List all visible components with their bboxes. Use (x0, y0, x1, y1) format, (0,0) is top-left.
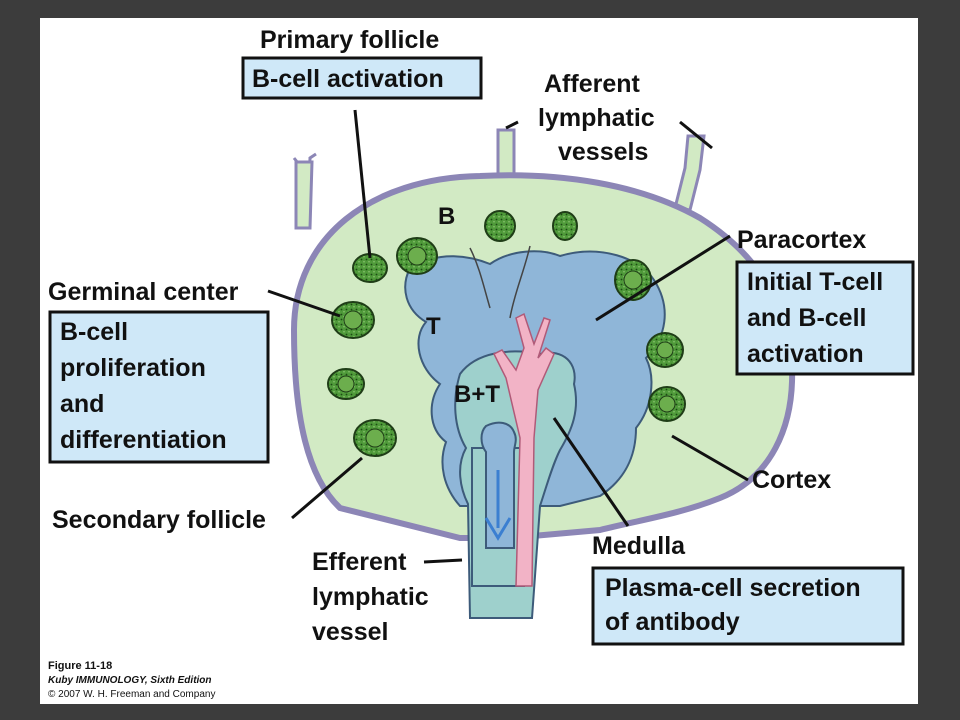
zone-t-label: T (426, 313, 441, 340)
primary-box-line1: B-cell activation (252, 65, 444, 93)
lymph-node-diagram: B T B+T Primary follicle Afferent lympha… (48, 26, 915, 700)
medulla-box-line1: Plasma-cell secretion (605, 574, 861, 602)
germinal-box-line4: differentiation (60, 426, 227, 454)
medulla-label: Medulla (592, 532, 686, 560)
blood-vessel (492, 312, 555, 587)
efferent-vessel-shape (471, 421, 528, 587)
afferent-vessels (292, 128, 706, 230)
figure-caption-title: Figure 11-18 (48, 660, 112, 672)
afferent-label-line1: Afferent (544, 70, 641, 98)
efferent-label-line2: lymphatic (312, 583, 429, 611)
paracortex-box-line3: activation (747, 340, 864, 368)
germinal-box-line1: B-cell (60, 318, 128, 346)
figure-frame: B T B+T Primary follicle Afferent lympha… (40, 18, 918, 704)
secondary-follicle-label: Secondary follicle (52, 506, 266, 534)
paracortex-label: Paracortex (737, 226, 866, 254)
primary-follicle-box: B-cell activation (241, 56, 483, 100)
zone-b-label: B (438, 203, 455, 230)
leader-lines (267, 109, 749, 564)
follicles (327, 210, 686, 457)
afferent-label-line3: vessels (558, 138, 648, 166)
medulla-box: Plasma-cell secretion of antibody (591, 566, 905, 646)
paracortex-box: Initial T-cell and B-cell activation (735, 260, 915, 376)
germinal-center-label: Germinal center (48, 278, 239, 306)
medulla-box-line2: of antibody (605, 608, 740, 636)
paracortex-box-line1: Initial T-cell (747, 268, 883, 296)
efferent-label-line1: Efferent (312, 548, 407, 576)
paracortex-box-line2: and B-cell (747, 304, 866, 332)
primary-follicle-label: Primary follicle (260, 26, 439, 54)
zone-bt-label: B+T (454, 381, 500, 408)
germinal-box-line2: proliferation (60, 354, 206, 382)
figure-caption-subtitle: Kuby IMMUNOLOGY, Sixth Edition (48, 675, 212, 686)
germinal-center-box: B-cell proliferation and differentiation (48, 310, 270, 464)
efferent-label-line3: vessel (312, 618, 388, 646)
figure-caption-copyright: © 2007 W. H. Freeman and Company (48, 689, 215, 700)
cortex-label: Cortex (752, 466, 831, 494)
afferent-label-line2: lymphatic (538, 104, 655, 132)
germinal-box-line3: and (60, 390, 104, 418)
